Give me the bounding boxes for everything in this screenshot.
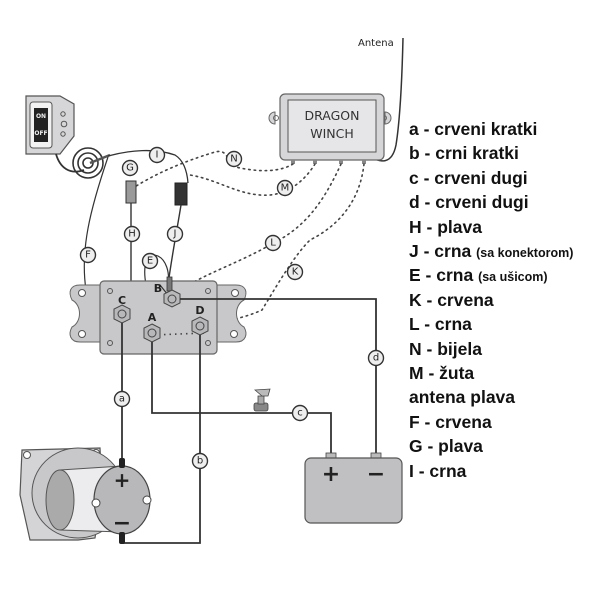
svg-text:N: N — [230, 154, 237, 165]
wire-b-motor — [122, 335, 201, 544]
marker-c: c — [291, 404, 309, 422]
control-box-title-line2: WINCH — [310, 126, 354, 141]
battery-minus-sign: − — [367, 462, 385, 487]
terminal-label-c: C — [118, 294, 126, 307]
switch-cable — [55, 153, 85, 173]
marker-l: L — [264, 234, 282, 252]
terminal-label-b: B — [154, 282, 162, 295]
svg-text:a: a — [119, 394, 125, 405]
legend-item-h: H - plava — [409, 216, 482, 237]
winch-motor: + − — [19, 447, 152, 544]
svg-text:d: d — [373, 353, 379, 364]
terminal-d — [191, 316, 209, 336]
terminal-label-d: D — [195, 304, 204, 317]
connector-g — [125, 180, 137, 204]
connector-j — [174, 182, 188, 206]
wire-i — [107, 149, 189, 184]
legend-item-m: M - žuta — [409, 363, 475, 384]
svg-text:b: b — [197, 456, 203, 467]
wire-n — [129, 150, 294, 191]
svg-text:G: G — [126, 163, 134, 174]
control-box: DRAGON WINCH — [268, 93, 392, 164]
svg-text:H: H — [128, 229, 136, 240]
cable-coil — [72, 147, 111, 179]
motor-plus-sign: + — [114, 468, 131, 492]
antenna-wire — [369, 37, 404, 162]
svg-text:M: M — [281, 183, 290, 194]
svg-text:F: F — [85, 250, 91, 261]
control-box-title-line1: DRAGON — [304, 108, 359, 123]
marker-h: H — [123, 225, 141, 243]
rocker-switch: ON OFF — [25, 95, 75, 155]
legend-item-b: b - crni kratki — [409, 143, 519, 164]
terminal-a — [143, 323, 161, 343]
wire-e — [144, 254, 170, 286]
marker-i: I — [148, 146, 166, 164]
marker-f: F — [79, 246, 97, 264]
svg-text:K: K — [292, 267, 299, 278]
marker-e: E — [141, 252, 159, 270]
svg-text:E: E — [147, 256, 153, 267]
svg-text:c: c — [297, 408, 303, 419]
battery: + − — [304, 452, 403, 524]
legend-item-n: N - bijela — [409, 338, 482, 359]
legend-item-g: G - plava — [409, 436, 483, 457]
marker-a: a — [113, 390, 131, 408]
marker-j: J — [166, 225, 184, 243]
switch-on-label: ON — [36, 113, 46, 120]
wire-m — [189, 163, 316, 196]
terminal-c — [113, 304, 131, 324]
wire-j — [167, 204, 182, 286]
legend-item-a: a - crveni kratki — [409, 119, 538, 139]
legend-item-d: d - crveni dugi — [409, 192, 529, 213]
wire-b-to-d — [180, 298, 377, 455]
marker-m: M — [276, 179, 294, 197]
terminal-b — [163, 289, 181, 308]
wire-c-battery — [151, 342, 332, 455]
svg-text:I: I — [156, 150, 159, 161]
legend-item-k: K - crvena — [409, 289, 494, 310]
legend-item-f: F - crvena — [409, 411, 492, 432]
battery-plus-sign: + — [322, 462, 340, 487]
marker-g: G — [121, 159, 139, 177]
wire-color-legend: a - crveni kratki b - crni kratki c - cr… — [409, 118, 599, 484]
legend-item-antenna: antena plava — [409, 387, 516, 408]
motor-minus-sign: − — [113, 511, 131, 536]
marker-d: d — [367, 349, 385, 367]
legend-item-j: J - crna (sa konektorom) — [409, 241, 574, 262]
marker-b: b — [191, 452, 209, 470]
legend-item-c: c - crveni dugi — [409, 167, 528, 188]
circuit-breaker — [253, 388, 271, 412]
legend-item-e: E - crna (sa ušicom) — [409, 265, 548, 286]
marker-k: K — [286, 263, 304, 281]
svg-text:L: L — [270, 238, 276, 249]
marker-n: N — [225, 150, 243, 168]
legend-item-i: I - crna — [409, 460, 467, 481]
terminal-label-a: A — [148, 311, 157, 324]
svg-text:J: J — [173, 229, 177, 240]
antenna-label: Antena — [358, 38, 394, 49]
switch-off-label: OFF — [34, 130, 47, 137]
legend-item-l: L - crna — [409, 314, 472, 335]
